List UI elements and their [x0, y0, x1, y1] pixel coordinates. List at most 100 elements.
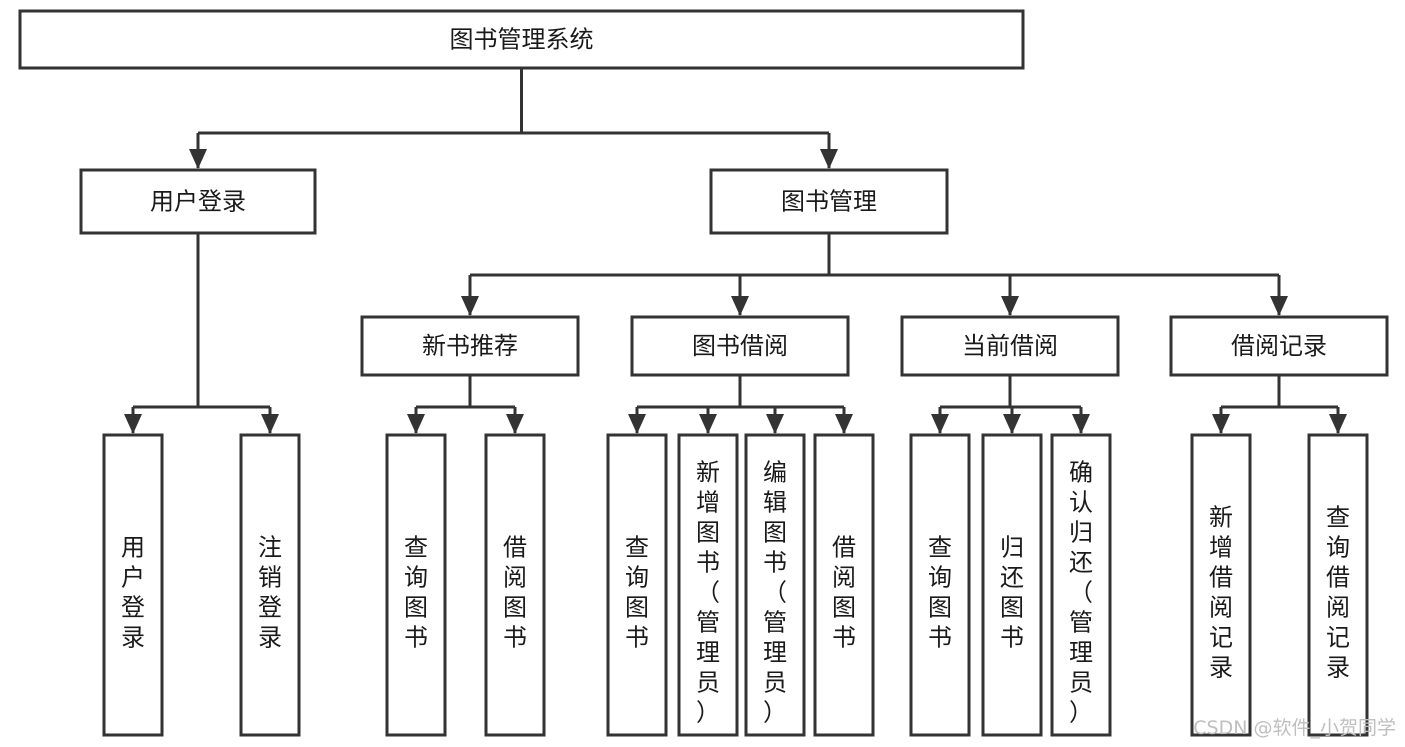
- svg-text:员: 员: [1069, 668, 1093, 696]
- node-box: [909, 433, 971, 737]
- node-root[interactable]: 图书管理系统: [18, 9, 1025, 70]
- node-box: [239, 433, 301, 737]
- node-box: [709, 168, 949, 235]
- arrow-head-icon: [506, 414, 524, 434]
- node-borrow-record[interactable]: 借阅记录: [1169, 315, 1389, 377]
- arrow-head-icon: [461, 296, 479, 316]
- svg-text:查: 查: [625, 533, 649, 561]
- svg-text:图: 图: [696, 518, 720, 546]
- arrow-head-icon: [835, 414, 853, 434]
- arrow-head-icon: [124, 414, 142, 434]
- svg-text:户: 户: [121, 563, 145, 591]
- svg-text:）: ）: [763, 698, 787, 726]
- svg-text:询: 询: [1326, 533, 1350, 561]
- node-label: 新书推荐: [422, 332, 518, 360]
- svg-text:阅: 阅: [1209, 593, 1233, 621]
- arrow-head-icon: [189, 149, 207, 169]
- svg-text:增: 增: [696, 488, 720, 516]
- svg-text:图: 图: [1000, 593, 1024, 621]
- svg-text:图: 图: [404, 593, 428, 621]
- node-box: [1169, 315, 1389, 377]
- edges-layer: [124, 68, 1347, 434]
- arrow-head-icon: [1003, 414, 1021, 434]
- arrow-head-icon: [1001, 296, 1019, 316]
- svg-text:图: 图: [832, 593, 856, 621]
- svg-text:）: ）: [696, 698, 720, 726]
- node-label: 用户登录: [150, 188, 246, 216]
- node-new-book-recommend[interactable]: 新书推荐: [360, 315, 580, 377]
- arrow-head-icon: [820, 149, 838, 169]
- svg-text:归: 归: [1000, 533, 1024, 561]
- nodes-layer: 图书管理系统用户登录图书管理新书推荐图书借阅当前借阅借阅记录用户登录注销登录查询…: [18, 9, 1389, 737]
- svg-text:管: 管: [763, 608, 787, 636]
- arrow-head-icon: [407, 414, 425, 434]
- node-box: [385, 433, 447, 737]
- svg-text:图: 图: [625, 593, 649, 621]
- node-book-management[interactable]: 图书管理: [709, 168, 949, 235]
- svg-text:新: 新: [696, 458, 720, 486]
- svg-text:（: （: [1069, 578, 1093, 606]
- arrow-head-icon: [931, 414, 949, 434]
- node-box: [744, 433, 806, 737]
- node-current-borrow[interactable]: 当前借阅: [900, 315, 1120, 377]
- svg-text:图: 图: [928, 593, 952, 621]
- svg-text:询: 询: [928, 563, 952, 591]
- svg-text:书: 书: [625, 623, 649, 651]
- svg-text:查: 查: [1326, 503, 1350, 531]
- svg-text:查: 查: [928, 533, 952, 561]
- svg-text:增: 增: [1209, 533, 1233, 561]
- svg-text:新: 新: [1209, 503, 1233, 531]
- svg-text:员: 员: [763, 668, 787, 696]
- arrow-head-icon: [1270, 296, 1288, 316]
- svg-text:管: 管: [1069, 608, 1093, 636]
- svg-text:记: 记: [1209, 623, 1233, 651]
- svg-text:书: 书: [928, 623, 952, 651]
- svg-text:借: 借: [1209, 563, 1233, 591]
- node-label: 图书管理系统: [450, 26, 594, 54]
- svg-text:理: 理: [1069, 638, 1093, 666]
- node-box: [630, 315, 850, 377]
- svg-text:归: 归: [1069, 518, 1093, 546]
- node-box: [79, 168, 317, 235]
- node-book-borrow[interactable]: 图书借阅: [630, 315, 850, 377]
- node-box: [18, 9, 1025, 70]
- node-box: [606, 433, 668, 737]
- leaf-leaf-user-login[interactable]: 用户登录: [102, 433, 164, 737]
- svg-text:询: 询: [404, 563, 428, 591]
- svg-text:还: 还: [1000, 563, 1024, 591]
- svg-text:书: 书: [1000, 623, 1024, 651]
- arrow-head-icon: [261, 414, 279, 434]
- node-user-login[interactable]: 用户登录: [79, 168, 317, 235]
- arrow-head-icon: [1072, 414, 1090, 434]
- svg-text:书: 书: [696, 548, 720, 576]
- svg-text:录: 录: [258, 623, 282, 651]
- svg-text:录: 录: [1209, 653, 1233, 681]
- svg-text:借: 借: [832, 533, 856, 561]
- node-box: [102, 433, 164, 737]
- svg-text:记: 记: [1326, 623, 1350, 651]
- svg-text:登: 登: [121, 593, 145, 621]
- svg-text:登: 登: [258, 593, 282, 621]
- svg-text:书: 书: [404, 623, 428, 651]
- svg-text:还: 还: [1069, 548, 1093, 576]
- svg-text:辑: 辑: [763, 488, 787, 516]
